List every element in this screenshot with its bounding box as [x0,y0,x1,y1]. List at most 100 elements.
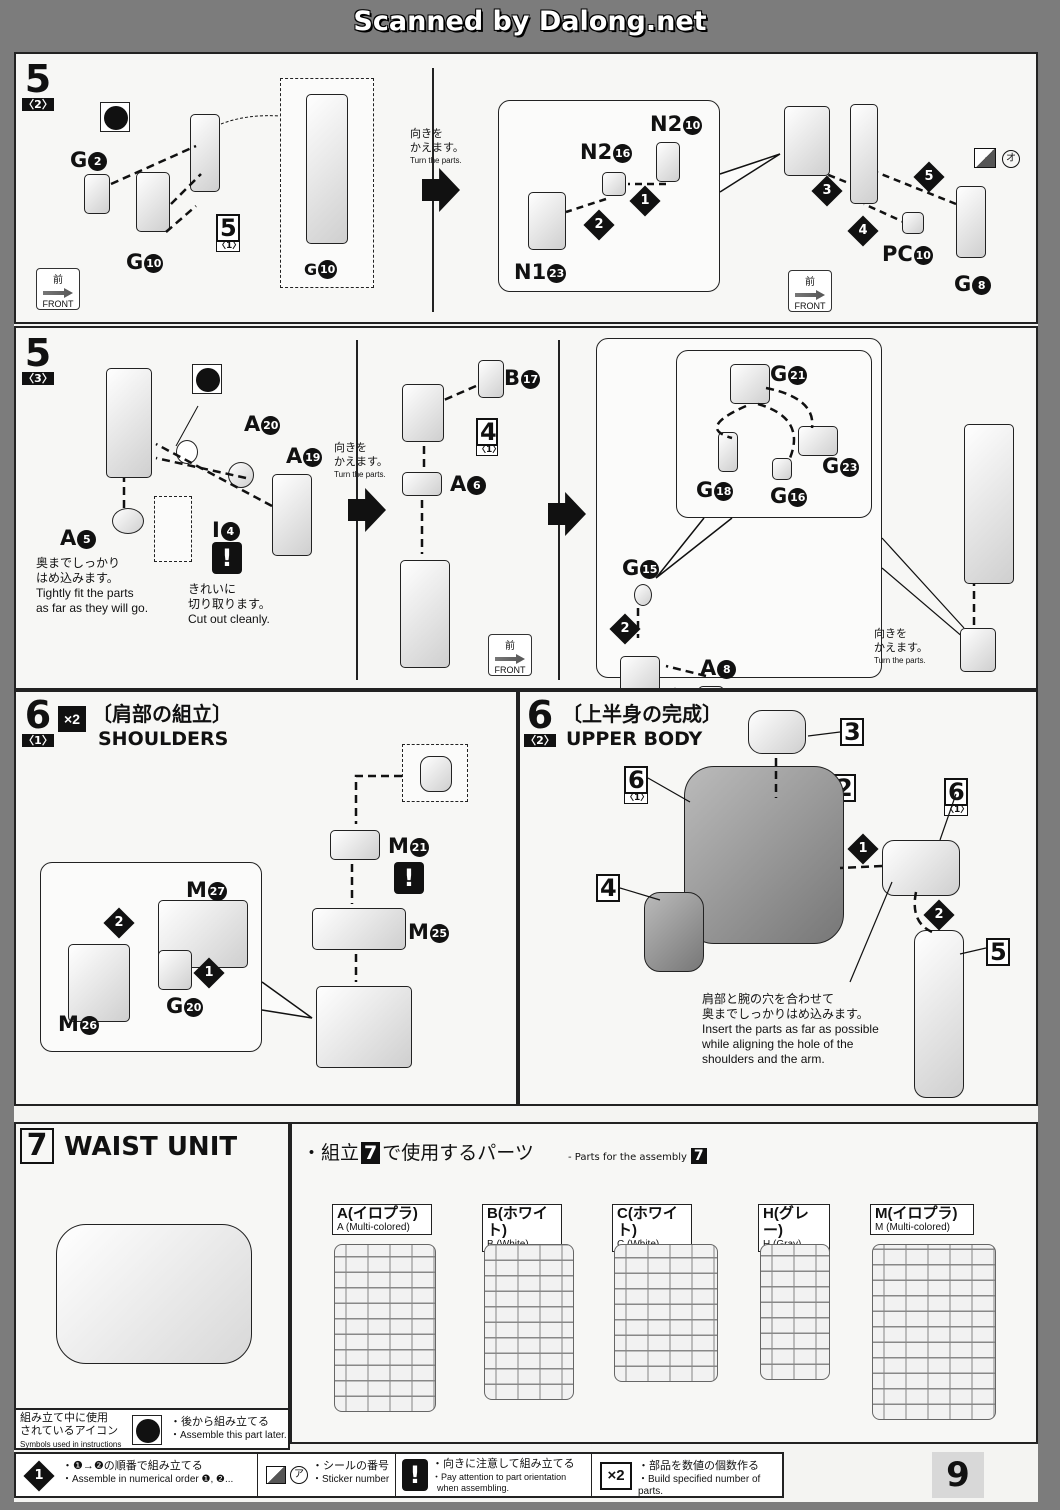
part-forearm-right [784,106,830,176]
part-elbow-joint [190,114,220,192]
finger-detail-callout [676,350,872,518]
sticker-icon [974,148,996,168]
sticker-number-icon: ア [290,1466,308,1484]
turn-note: 向きを かえます。Turn the parts. [874,628,928,665]
assemble-later-icon [132,1415,162,1445]
legend-order-text: ・❶→❷の順番で組み立てる・Assemble in numerical orde… [62,1460,234,1485]
arrows-5-3-mid [420,384,477,554]
part-hand-completed [960,628,996,672]
part-a19 [272,474,312,556]
part-g20 [158,950,192,990]
ref-5: 5 [986,938,1010,966]
step-number: 7 [20,1128,54,1164]
waist-unit-illustration [56,1224,252,1364]
attention-icon: ! [394,862,424,894]
runner-a [334,1244,436,1412]
order-5: 5 [913,161,945,193]
part-forearm-upper [402,384,444,442]
order-icon: 1 [23,1460,55,1492]
order-1: 1 [193,957,225,989]
part-shoulder-assembled [316,986,412,1068]
part-n2-10 [656,142,680,182]
part-g16 [772,458,792,480]
legend-build-text: ・部品を数値の個数作る・Build specified number of pa… [638,1460,761,1498]
attention-icon: ! [402,1459,428,1491]
runner-m-label: M(イロプラ)M (Multi-colored) [870,1204,974,1235]
part-upper-arm [136,172,170,232]
step-6-2-panel: 6〈2〉 〔上半身の完成〕 UPPER BODY 3 2 6〈1〉 4 6〈1〉… [518,690,1038,1106]
part-shoulder [882,840,960,896]
ref-step-4-1: 4〈1〉 [476,418,502,456]
part-n2-16 [602,172,626,196]
part-arm-completed [964,424,1014,584]
legend-sticker: ア ・シールの番号・Sticker number [258,1454,396,1498]
arrows-5-2-left [110,115,282,233]
runner-m [872,1244,996,1420]
legend-order: 1 ・❶→❷の順番で組み立てる・Assemble in numerical or… [16,1454,258,1498]
turn-note: 向きを かえます。Turn the parts. [410,128,464,165]
legend-attention-text: ・向きに注意して組み立てる・Pay attention to part orie… [432,1458,575,1493]
build-count-icon: ×2 [600,1462,632,1490]
part-pc10 [902,212,924,234]
step-title-en: WAIST UNIT [64,1132,238,1162]
cut-note: きれいに 切り取ります。Cut out cleanly. [188,582,271,626]
ref-6-1-right: 6〈1〉 [944,778,970,816]
legend-build: ×2 ・部品を数値の個数作る・Build specified number of… [592,1454,784,1498]
part-head [748,710,806,754]
part-m21-detail [420,756,452,792]
order-2: 2 [103,907,135,939]
part-m26 [68,944,130,1022]
assemble-later-icon [192,364,222,394]
step-title-jp: 〔肩部の組立〕 [92,702,232,726]
step-number: 5〈2〉 [22,57,54,111]
part-g21 [730,364,770,404]
ref-6-1-left: 6〈1〉 [624,766,650,804]
part-left-arm [644,892,704,972]
runner-a-label: A(イロプラ)A (Multi-colored) [332,1204,432,1235]
part-a20 [176,440,198,464]
part-torso [684,766,844,944]
attention-icon: ! [212,542,242,574]
build-count-badge: ×2 [58,706,86,732]
part-a6 [402,472,442,496]
part-g2 [84,174,110,214]
sticker-number-label: オ [1002,150,1020,168]
part-right-arm [914,930,964,1098]
cut-detail-callout [154,496,192,562]
legend-row: 1 ・❶→❷の順番で組み立てる・Assemble in numerical or… [14,1452,784,1498]
order-2: 2 [609,613,641,645]
part-n1-23 [528,192,566,250]
step-number: 5〈3〉 [22,331,54,385]
upper-body-note: 肩部と腕の穴を合わせて 奥までしっかりはめ込みます。Insert the par… [702,992,879,1066]
step-title-en: UPPER BODY [566,728,703,750]
runner-h [760,1244,830,1380]
assemble-later-icon [100,102,130,132]
watermark-header: Scanned by Dalong.net [353,6,707,37]
part-g18 [718,432,738,472]
